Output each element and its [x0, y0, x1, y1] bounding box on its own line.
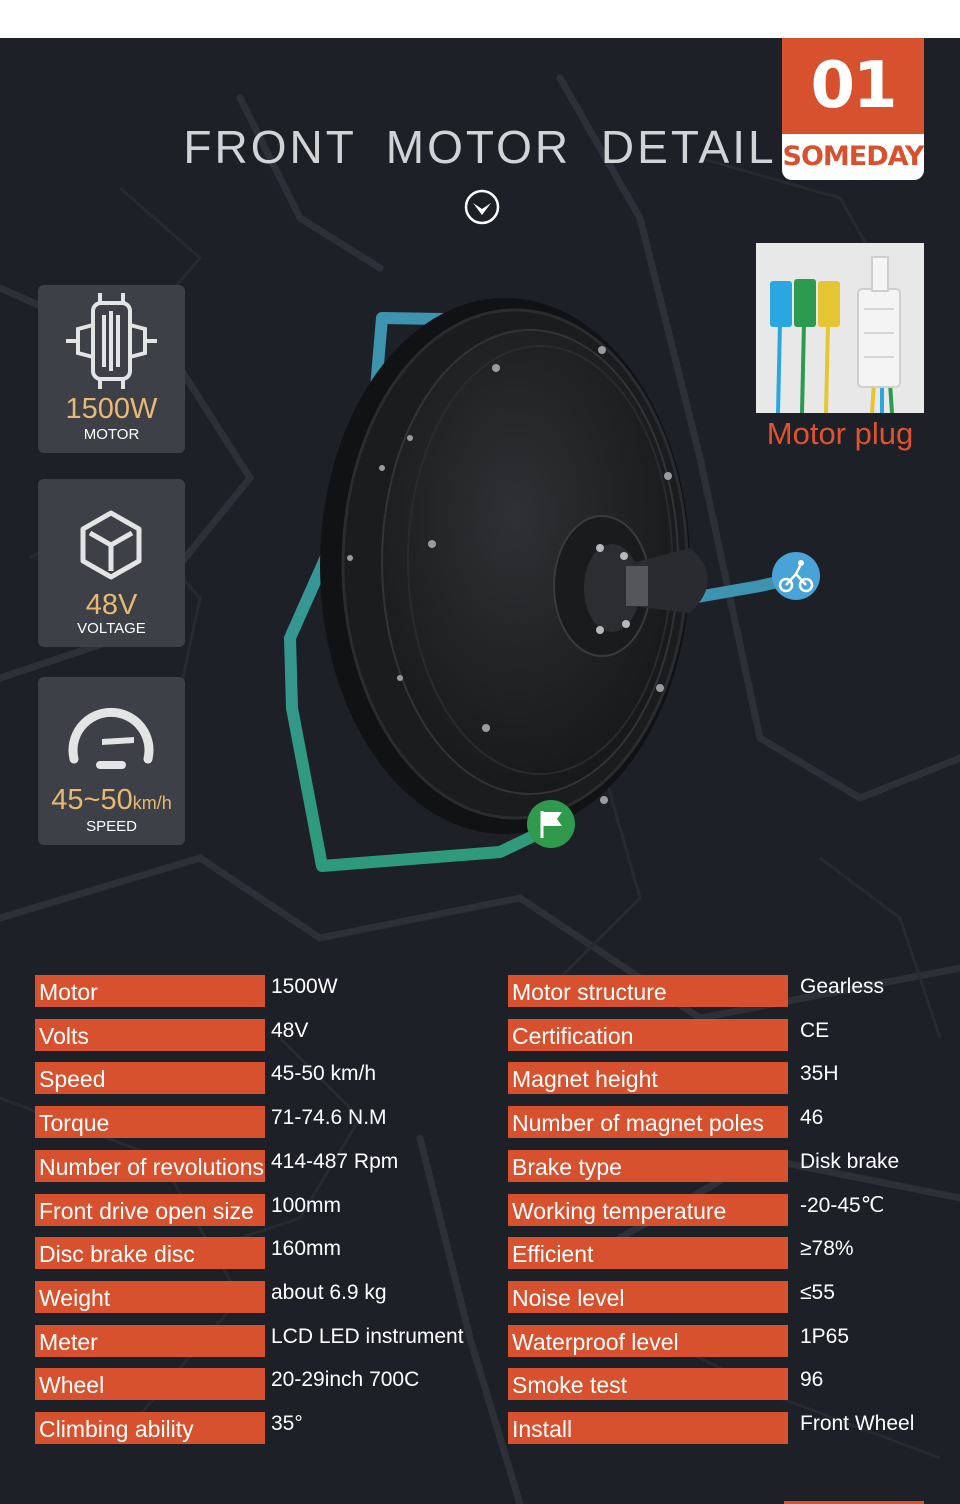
spec-label: Weight [35, 1280, 265, 1313]
spec-value: 160mm [271, 1237, 342, 1261]
spec-value: CE [800, 1018, 830, 1042]
spec-label: Number of revolutions [35, 1149, 265, 1182]
spec-label: Certification [508, 1018, 788, 1051]
spec-label: Volts [35, 1018, 265, 1051]
top-white-strip [0, 0, 960, 38]
spec-value: LCD LED instrument [271, 1324, 464, 1348]
chevron-down-icon [464, 189, 500, 225]
feature-card-motor: 1500W MOTOR [38, 285, 185, 453]
spec-value: 71-74.6 N.M [271, 1106, 387, 1130]
spec-value: 46 [800, 1106, 824, 1130]
voltage-value: 48V [85, 589, 138, 621]
motor-power-value: 1500W [65, 393, 158, 425]
spec-label: Working temperature [508, 1193, 788, 1226]
spec-label: Meter [35, 1324, 265, 1357]
spec-label: Smoke test [508, 1368, 788, 1401]
motor-detail-panel: FRONT MOTOR DETAIL 01 SOMEDAY 1500W [0, 38, 960, 1504]
spec-value: Disk brake [800, 1149, 900, 1173]
spec-label: Number of magnet poles [508, 1106, 788, 1139]
spec-label: Efficient [508, 1237, 788, 1270]
spec-label: Brake type [508, 1149, 788, 1182]
spec-value: 35H [800, 1062, 839, 1086]
speedometer-icon [68, 707, 154, 769]
hub-motor-illustration [284, 298, 820, 872]
spec-value: 20-29inch 700C [271, 1368, 420, 1392]
spec-value: ≥78% [800, 1237, 854, 1261]
spec-value: 1500W [271, 975, 338, 998]
spec-label: Wheel [35, 1368, 265, 1401]
spec-label: Noise level [508, 1280, 788, 1313]
spec-value: about 6.9 kg [271, 1280, 387, 1304]
spec-label: Magnet height [508, 1062, 788, 1095]
spec-label: Motor structure [508, 975, 788, 1007]
feature-card-speed: 45~50km/h SPEED [38, 677, 185, 845]
spec-label: Waterproof level [508, 1324, 788, 1357]
motor-plug-caption: Motor plug [766, 416, 914, 451]
spec-label: Motor [35, 975, 265, 1007]
brand-badge: 01 SOMEDAY [782, 38, 925, 180]
spec-label: Speed [35, 1062, 265, 1095]
motor-label: MOTOR [83, 426, 140, 443]
spec-value: 96 [800, 1368, 824, 1392]
bike-pin-icon [772, 552, 820, 600]
spec-label: Climbing ability [35, 1412, 265, 1444]
spec-value: ≤55 [800, 1280, 835, 1304]
hub-motor-icon [66, 293, 157, 389]
speed-label: SPEED [86, 818, 137, 835]
spec-value: Front Wheel [800, 1412, 915, 1435]
spec-label: Install [508, 1412, 788, 1444]
bottom-accent-bar [784, 1501, 924, 1504]
badge-number: 01 [782, 38, 924, 134]
brand-logo: SOMEDAY [782, 134, 925, 180]
spec-value: 45-50 km/h [271, 1062, 377, 1086]
spec-value: -20-45℃ [800, 1193, 885, 1217]
page-title: FRONT MOTOR DETAIL [183, 121, 777, 173]
feature-card-voltage: 48V VOLTAGE [38, 479, 185, 647]
route-line [284, 312, 553, 872]
speed-value: 45~50km/h [51, 784, 172, 816]
plug-connector-icon [770, 256, 901, 414]
spec-value: 48V [271, 1018, 309, 1042]
spec-value: 1P65 [800, 1324, 850, 1348]
spec-value: Gearless [800, 975, 885, 998]
spec-value: 414-487 Rpm [271, 1149, 399, 1173]
motor-plug-photo [756, 243, 924, 414]
spec-value: 35° [271, 1412, 303, 1435]
voltage-label: VOLTAGE [77, 620, 146, 637]
spec-label: Disc brake disc [35, 1237, 265, 1270]
spec-label: Torque [35, 1106, 265, 1139]
spec-label: Front drive open size [35, 1193, 265, 1226]
spec-value: 100mm [271, 1193, 342, 1217]
cube-icon [80, 510, 142, 580]
flag-pin-icon [527, 800, 575, 848]
